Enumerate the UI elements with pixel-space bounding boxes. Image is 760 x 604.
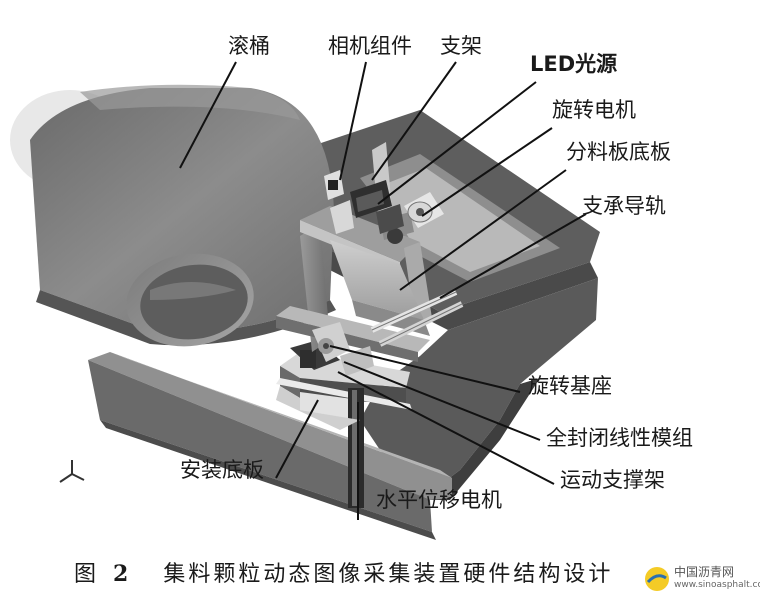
label-mounting-plate: 安装底板 — [180, 458, 264, 482]
label-drum: 滚桶 — [228, 34, 270, 58]
support-rails — [370, 289, 464, 347]
leader-linear-module — [343, 361, 541, 441]
label-bracket: 支架 — [440, 34, 482, 58]
caption-text: 集料颗粒动态图像采集装置硬件结构设计 — [163, 562, 614, 587]
leader-divider-base-plate — [399, 169, 567, 291]
label-divider-base-plate: 分料板底板 — [566, 140, 671, 164]
leader-led-light — [377, 81, 537, 205]
leader-rotary-motor — [421, 127, 553, 217]
leader-camera-assembly — [339, 61, 367, 181]
caption-figure-label: 图 — [74, 562, 100, 587]
figure-caption: 图 2 集料颗粒动态图像采集装置硬件结构设计 — [74, 556, 613, 588]
leader-rotary-base — [329, 345, 521, 393]
label-rotary-motor: 旋转电机 — [552, 98, 636, 122]
label-linear-module: 全封闭线性模组 — [546, 426, 693, 450]
watermark-url: www.sinoasphalt.com — [674, 580, 760, 590]
leader-motion-frame — [337, 371, 555, 485]
caption-figure-number: 2 — [113, 561, 132, 587]
rotary-base — [312, 322, 374, 376]
leader-lines — [179, 61, 587, 520]
watermark-text: 中国沥青网 — [674, 565, 735, 579]
axis-triad-icon — [59, 460, 85, 483]
leader-drum — [179, 61, 237, 169]
front-channel — [88, 352, 452, 540]
mounting-plate — [276, 386, 360, 430]
label-camera-assembly: 相机组件 — [328, 34, 412, 58]
label-support-rail: 支承导轨 — [582, 194, 666, 218]
rotary-motor — [404, 192, 444, 228]
label-motion-frame: 运动支撑架 — [560, 468, 665, 492]
label-rotary-base: 旋转基座 — [528, 374, 612, 398]
watermark: 中国沥青网 www.sinoasphalt.com — [640, 560, 760, 598]
leader-bracket — [371, 61, 457, 181]
horizontal-motor-body — [348, 388, 364, 508]
label-horizontal-motor: 水平位移电机 — [376, 488, 502, 512]
drum — [30, 84, 336, 347]
leader-support-rail — [439, 213, 587, 299]
label-led-light: LED光源 — [530, 52, 618, 76]
leader-mounting-plate — [275, 399, 319, 479]
watermark-logo-icon — [645, 567, 669, 591]
